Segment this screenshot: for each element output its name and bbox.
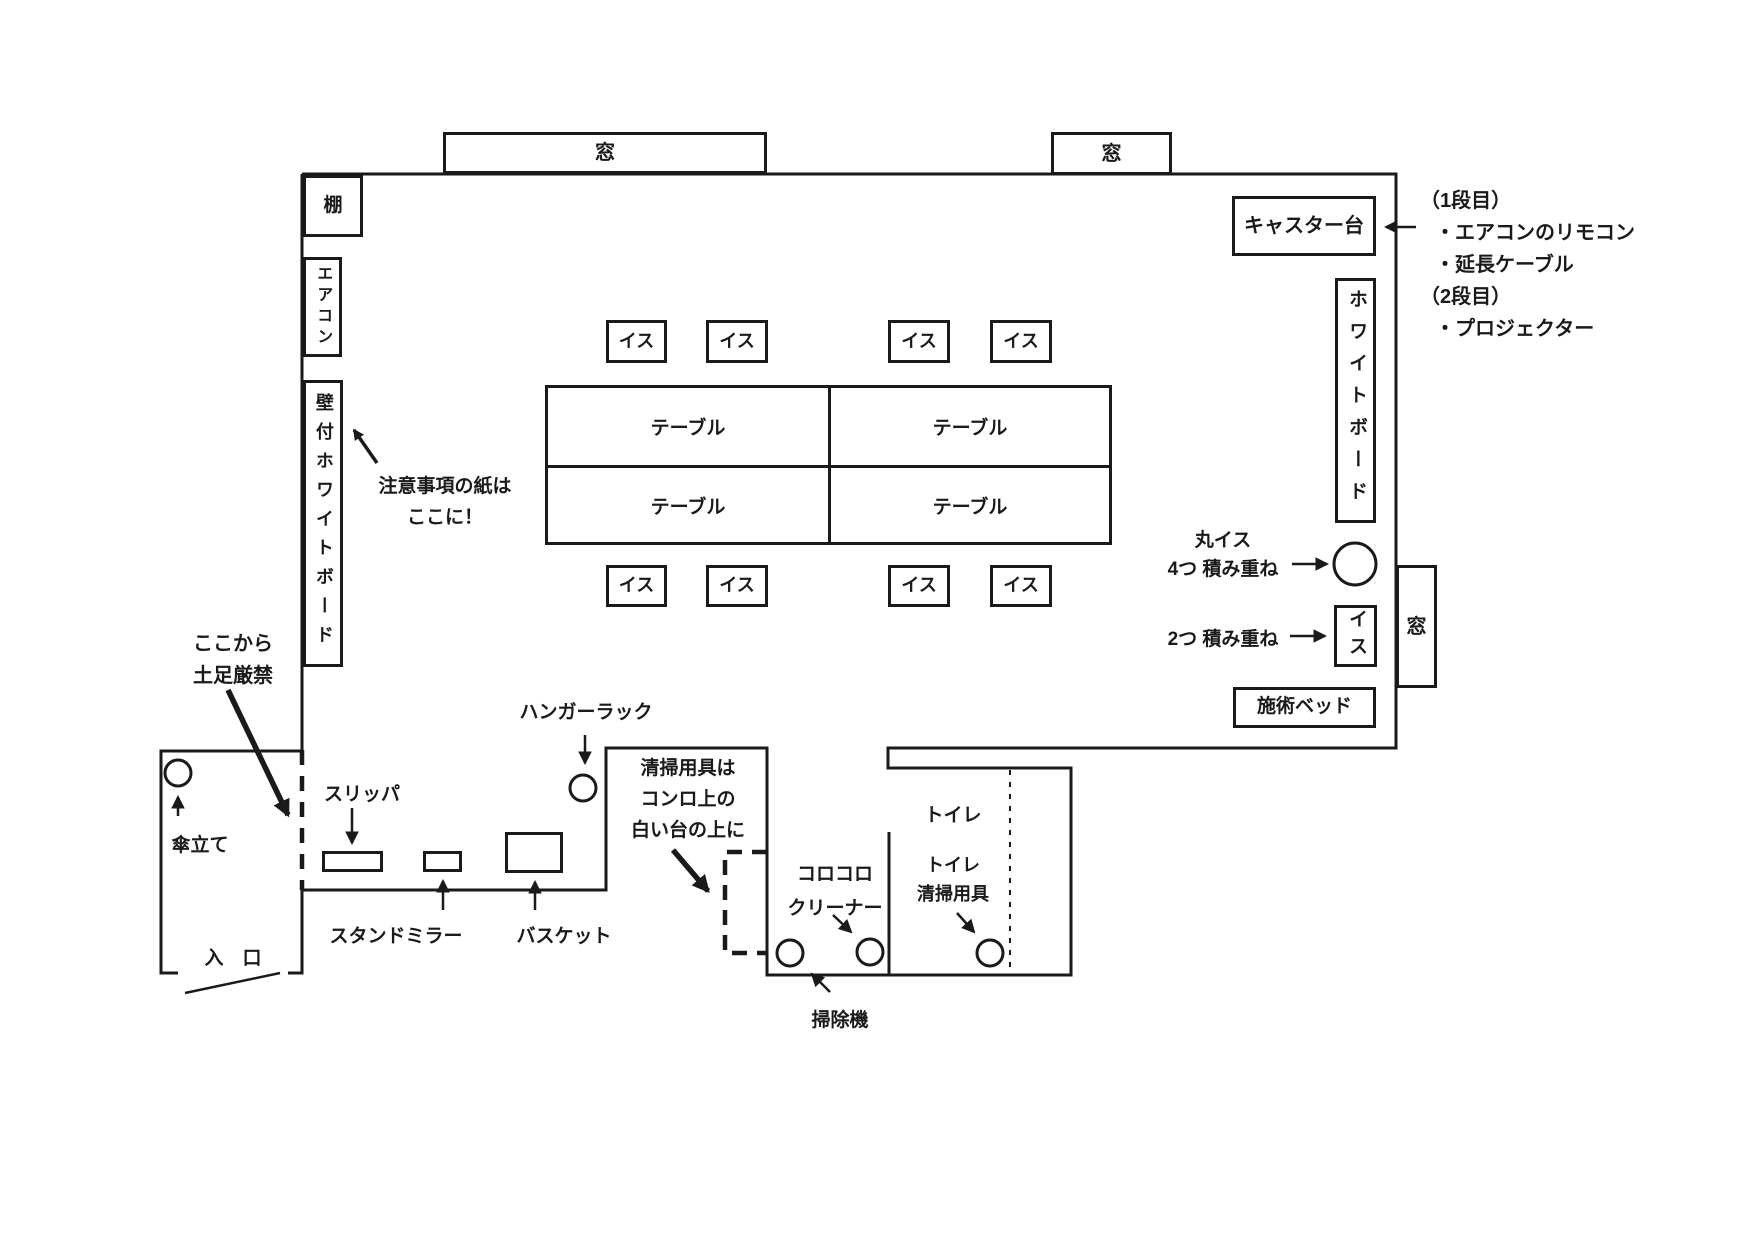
hanger-rack-circle — [568, 773, 598, 803]
slippers-label: スリッパ — [323, 784, 400, 805]
vacuum-circle — [775, 938, 805, 968]
table: テーブル — [932, 418, 1008, 439]
chair: イス — [990, 320, 1052, 363]
round-stool-note: 丸イス 4つ 積み重ね — [1148, 526, 1298, 584]
toilet-cleaning-circle — [975, 938, 1005, 968]
no-shoes-note: ここから 土足厳禁 — [160, 628, 306, 692]
toilet-cleaning-line: トイレ — [926, 855, 980, 875]
chair: イス — [706, 565, 768, 607]
cleaning-tools-arrow — [670, 848, 711, 894]
chair: イス — [606, 320, 667, 363]
cleaning-tools-line: コンロ上の — [640, 789, 736, 810]
chair: イス — [706, 320, 768, 363]
cleaning-tools-line: 清掃用具は — [640, 758, 736, 779]
table-block: テーブル テーブル テーブル テーブル — [545, 385, 1112, 545]
konro-stand-dashed-box — [722, 849, 767, 956]
roller-cleaner-circle — [855, 937, 885, 967]
caster-note-line: ・延長ケーブル — [1435, 254, 1574, 276]
chair: イス — [990, 565, 1052, 607]
whiteboard: ホワイトボード — [1335, 278, 1376, 523]
no-shoes-arrow — [225, 688, 291, 818]
toilet-label: トイレ — [924, 805, 982, 826]
toilet-cleaning-note: トイレ 清掃用具 — [900, 851, 1006, 909]
umbrella-stand-circle — [163, 758, 193, 788]
two-stacked-note: 2つ 積み重ね — [1167, 629, 1279, 650]
entrance-label: 入 口 — [204, 948, 262, 969]
window-top-right: 窓 — [1051, 132, 1172, 175]
basket-label: バスケット — [516, 926, 612, 947]
stand-mirror-label: スタンドミラー — [329, 926, 463, 947]
entrance-walls — [159, 749, 304, 975]
caster-note-line: ・エアコンのリモコン — [1435, 222, 1635, 244]
notice-paper-note: 注意事項の紙は ここに！ — [363, 471, 527, 533]
no-shoes-line: 土足厳禁 — [193, 665, 273, 687]
stacked-chair-box: イス — [1334, 605, 1377, 667]
notice-paper-line: 注意事項の紙は — [378, 476, 512, 497]
roller-cleaner-line: クリーナー — [787, 898, 883, 919]
roller-cleaner-line: コロコロ — [796, 864, 873, 885]
notice-paper-line: ここに！ — [406, 507, 483, 528]
roller-arrow — [832, 914, 853, 934]
window-right: 窓 — [1396, 565, 1437, 688]
caster-shelf-note: （1段目） ・エアコンのリモコン ・延長ケーブル （2段目） ・プロジェクター — [1420, 185, 1680, 345]
umbrella-stand-label: 傘立て — [171, 835, 229, 856]
basket-box — [505, 832, 563, 873]
caster-note-line: （2段目） — [1420, 286, 1512, 308]
vacuum-label: 掃除機 — [811, 1010, 869, 1031]
caster-note-line: （1段目） — [1420, 190, 1512, 212]
treatment-bed: 施術ベッド — [1233, 687, 1376, 728]
cleaning-tools-line: 白い台の上に — [630, 820, 745, 841]
round-stool-line: 4つ 積み重ね — [1167, 559, 1279, 580]
vacuum-arrow — [810, 972, 831, 993]
toilet-cleaning-arrow — [956, 912, 976, 934]
shelf: 棚 — [303, 175, 363, 237]
window-top-left: 窓 — [443, 132, 767, 174]
table-divider-horizontal — [548, 465, 1109, 468]
table: テーブル — [650, 496, 726, 518]
chair: イス — [888, 565, 950, 607]
table: テーブル — [650, 418, 726, 439]
roller-cleaner-note: コロコロ クリーナー — [768, 858, 902, 926]
caster-stand: キャスター台 — [1232, 196, 1376, 256]
toilet-cleaning-line: 清掃用具 — [917, 884, 989, 904]
aircon: エアコン — [303, 257, 342, 357]
entrance-door-swing — [184, 971, 281, 995]
stand-mirror-box — [423, 851, 462, 872]
caster-note-line: ・プロジェクター — [1435, 318, 1595, 340]
hanger-rack-label: ハンガーラック — [519, 702, 653, 723]
round-stool-circle — [1332, 541, 1378, 587]
chair: イス — [888, 320, 950, 363]
notice-paper-arrow — [352, 428, 379, 465]
round-stool-line: 丸イス — [1194, 530, 1252, 551]
slippers-box — [322, 851, 383, 872]
table: テーブル — [932, 496, 1008, 518]
no-shoes-line: ここから — [193, 633, 273, 655]
cleaning-tools-note: 清掃用具は コンロ上の 白い台の上に — [611, 753, 765, 846]
chair: イス — [606, 565, 667, 607]
wall-whiteboard: 壁付ホワイトボード — [303, 380, 343, 667]
